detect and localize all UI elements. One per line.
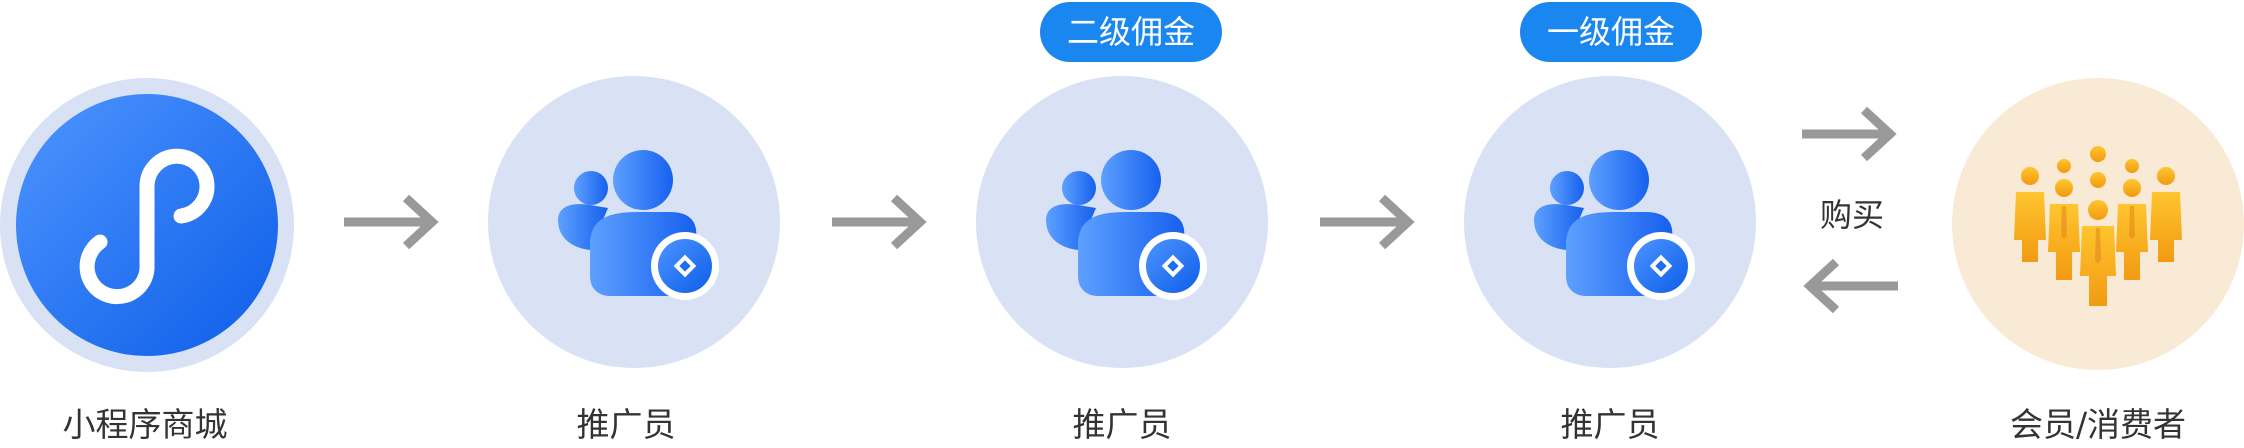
node-label: 小程序商城: [62, 405, 228, 444]
flow-arrow-right: [1800, 104, 1900, 164]
promoter-icon: [1526, 150, 1696, 300]
node-label: 推广员: [576, 405, 676, 444]
flow-arrow-left: [1800, 256, 1900, 316]
purchase-label: 购买: [1819, 196, 1884, 234]
node-label: 会员/消费者: [2009, 405, 2187, 444]
promoter-icon: [1038, 150, 1208, 300]
secondary-commission-badge: 二级佣金: [1040, 2, 1222, 62]
node-halo: [1952, 78, 2244, 370]
flow-arrow-right: [1318, 192, 1418, 252]
mini-program-icon: [16, 94, 278, 356]
node-label: 推广员: [1560, 405, 1660, 444]
flow-arrow-right: [830, 192, 930, 252]
crowd-icon: [2000, 140, 2196, 308]
node-label: 推广员: [1072, 405, 1172, 444]
promoter-icon: [550, 150, 720, 300]
primary-commission-badge: 一级佣金: [1520, 2, 1702, 62]
flow-arrow-right: [342, 192, 442, 252]
